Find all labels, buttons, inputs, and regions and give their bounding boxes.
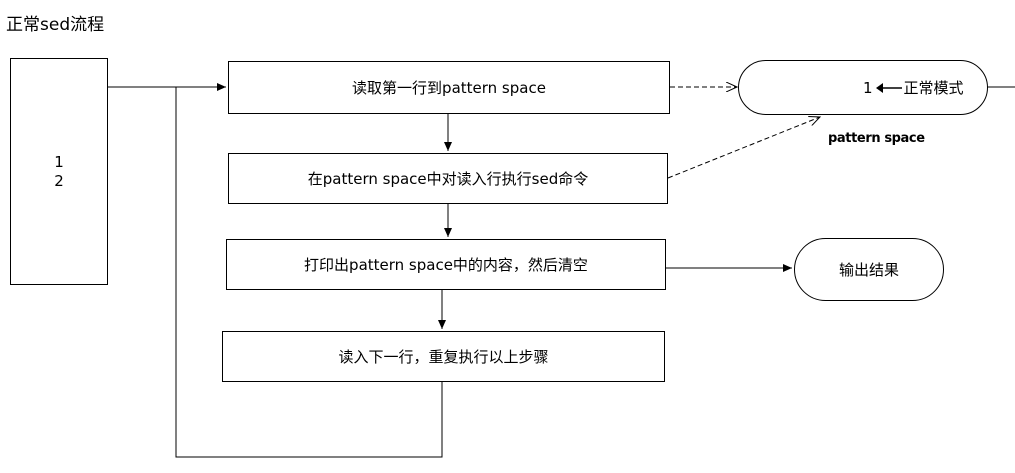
step-execute-sed-command-label: 在pattern space中对读入行执行sed命令 — [307, 170, 589, 188]
pattern-space-mode: 正常模式 — [903, 79, 964, 97]
pattern-space-label: pattern space — [828, 131, 925, 146]
step-read-first-line-label: 读取第一行到pattern space — [352, 79, 546, 97]
step-print-and-clear-label: 打印出pattern space中的内容，然后清空 — [304, 256, 588, 274]
loop-back-connector — [175, 87, 443, 458]
step-read-first-line: 读取第一行到pattern space — [228, 61, 670, 114]
pattern-space-oval: 1 正常模式 — [738, 60, 988, 115]
page-title: 正常sed流程 — [6, 15, 105, 35]
pattern-space-line-number: 1 — [863, 78, 873, 97]
output-result-label: 输出结果 — [838, 261, 899, 279]
step-read-next-line-label: 读入下一行，重复执行以上步骤 — [338, 348, 549, 366]
step-read-next-line: 读入下一行，重复执行以上步骤 — [222, 331, 665, 382]
input-line-1: 1 — [54, 153, 64, 171]
input-line-2: 2 — [54, 172, 64, 190]
left-arrow-icon — [875, 82, 902, 93]
input-file-box: 1 2 — [10, 58, 108, 285]
step2-to-pattern-space-dashed-arrow — [667, 117, 820, 179]
output-result-oval: 输出结果 — [794, 238, 944, 301]
step-execute-sed-command: 在pattern space中对读入行执行sed命令 — [228, 153, 668, 204]
step-print-and-clear: 打印出pattern space中的内容，然后清空 — [226, 239, 666, 290]
